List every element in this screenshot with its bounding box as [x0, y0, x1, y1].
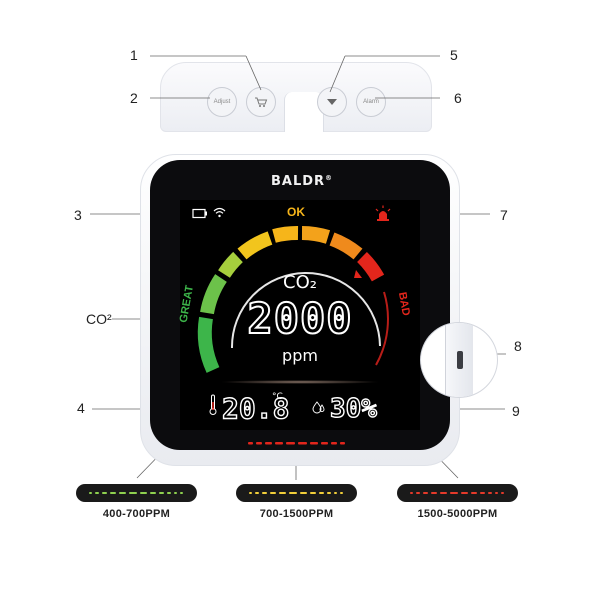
status-ok-label: OK [287, 205, 305, 219]
temperature-value: 20.8 [221, 392, 290, 425]
brand-logo: BALDR® [262, 174, 342, 189]
callout-8: 8 [514, 338, 522, 354]
callout-4: 4 [77, 400, 85, 416]
callout-7: 7 [500, 207, 508, 223]
yellow-led-segments [248, 492, 343, 494]
triangle-down-icon [327, 99, 337, 105]
thermometer-icon [209, 394, 217, 415]
cart-button[interactable] [246, 87, 276, 117]
green-led-segments [88, 492, 183, 494]
wifi-icon [213, 207, 226, 218]
brand-mark: ® [325, 174, 334, 182]
usb-port-zoom [420, 322, 498, 398]
legend-label-yellow: 700-1500PPM [259, 508, 334, 520]
humidity-drops-icon [312, 401, 325, 414]
divider-glow [220, 380, 380, 384]
usb-port [457, 351, 463, 369]
legend-pill-yellow [236, 484, 357, 502]
temperature-unit: °C [272, 392, 283, 402]
adjust-button-label: Adjust [213, 99, 231, 105]
cart-icon [255, 97, 268, 107]
alarm-button[interactable]: Alarm [356, 87, 386, 117]
callout-5: 5 [450, 47, 458, 63]
co2-value-box: 2000 [244, 293, 356, 344]
temperature-box: 20.8 [221, 390, 290, 425]
battery-icon [192, 208, 207, 219]
gauge-pointer [354, 270, 362, 278]
humidity-box: 30% [329, 390, 390, 424]
legend-label-red: 1500-5000PPM [417, 508, 498, 520]
unit-label: ppm [282, 346, 318, 365]
brand-text: BALDR [270, 174, 326, 189]
callout-2: 2 [130, 90, 138, 106]
air-quality-gauge [197, 226, 389, 373]
gas-label: CO₂ [283, 272, 317, 293]
callout-6: 6 [454, 90, 462, 106]
callout-co2: CO² [86, 311, 112, 327]
humidity-value: 30% [329, 393, 377, 424]
callout-1: 1 [130, 47, 138, 63]
alarm-button-label: Alarm [363, 99, 379, 105]
callout-3: 3 [74, 207, 82, 223]
legend-pill-red [397, 484, 518, 502]
callout-9: 9 [512, 403, 520, 419]
device-light-bar [248, 442, 345, 445]
legend-pill-green [76, 484, 197, 502]
legend-label-green: 400-700PPM [102, 508, 171, 520]
display-screen [180, 200, 420, 430]
alarm-siren-icon [375, 205, 391, 221]
adjust-button[interactable]: Adjust [207, 87, 237, 117]
co2-value: 2000 [246, 293, 353, 344]
red-led-segments [409, 492, 504, 494]
